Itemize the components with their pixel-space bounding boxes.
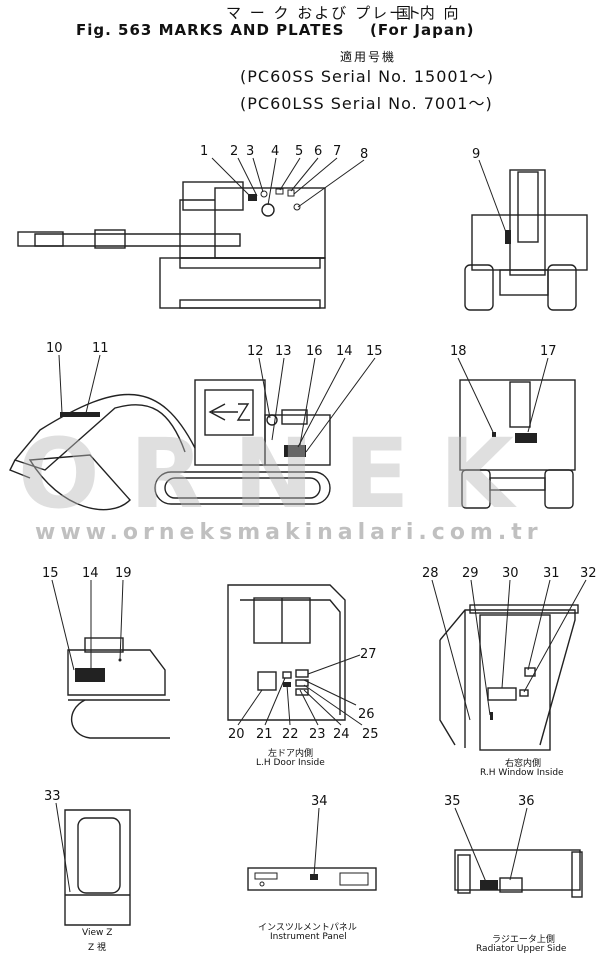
callout-numbers: 1 2 3 4 5 6 7 8 9 10 11 12 13 16 14 15 1…: [42, 144, 597, 809]
callout-14: 14: [336, 344, 353, 359]
title-japanese: マ ー ク および プレート: [226, 4, 424, 22]
callout-35: 35: [444, 794, 461, 809]
top-view-excavator: [17, 181, 326, 309]
view-z: [64, 809, 131, 926]
destination-label: (For Japan): [370, 21, 475, 39]
callout-1: 1: [200, 144, 208, 159]
callout-28: 28: [422, 566, 439, 581]
callout-32: 32: [580, 566, 597, 581]
lh-door-caption-jp: 左ドア内側: [268, 749, 314, 759]
callout-15: 15: [366, 344, 383, 359]
callout-16: 16: [306, 344, 323, 359]
callout-30: 30: [502, 566, 519, 581]
view-z-caption: View Z: [82, 928, 113, 938]
radiator-caption-jp: ラジエータ上側: [492, 935, 555, 945]
callout-36: 36: [518, 794, 535, 809]
side-view-excavator: [9, 379, 331, 511]
destination-japanese: 国 内 向: [396, 4, 461, 22]
instrument-panel: [247, 867, 377, 891]
callout-22: 22: [282, 727, 299, 742]
callout-4: 4: [271, 144, 279, 159]
rh-window-inside: [439, 604, 579, 751]
callout-34: 34: [311, 794, 328, 809]
serial-range-2: (PC60LSS Serial No. 7001～): [240, 94, 493, 113]
callout-15b: 15: [42, 566, 59, 581]
instrument-panel-caption-jp: インスツルメントパネル: [258, 923, 357, 933]
lh-door-inside: [227, 584, 346, 721]
callout-3: 3: [246, 144, 254, 159]
callout-17: 17: [540, 344, 557, 359]
callout-leaders: [51, 157, 587, 893]
radiator-upper-side: [454, 849, 583, 898]
serial-range-1: (PC60SS Serial No. 15001～): [240, 67, 494, 86]
instrument-panel-caption: Instrument Panel: [270, 932, 347, 942]
callout-9: 9: [472, 147, 480, 162]
callout-29: 29: [462, 566, 479, 581]
side-detail-view: [67, 637, 170, 739]
callout-24: 24: [333, 727, 350, 742]
callout-25: 25: [362, 727, 379, 742]
callout-20: 20: [228, 727, 245, 742]
callout-10: 10: [46, 341, 63, 356]
callout-13: 13: [275, 344, 292, 359]
callout-23: 23: [309, 727, 326, 742]
callout-11: 11: [92, 341, 109, 356]
callout-26: 26: [358, 707, 375, 722]
figure-title: Fig. 563 MARKS AND PLATES: [76, 21, 345, 39]
callout-21: 21: [256, 727, 273, 742]
callout-33: 33: [44, 789, 61, 804]
callout-19: 19: [115, 566, 132, 581]
radiator-caption: Radiator Upper Side: [476, 944, 567, 954]
callout-2: 2: [230, 144, 238, 159]
rh-window-caption-jp: 右窓内側: [505, 759, 542, 769]
callout-8: 8: [360, 147, 368, 162]
watermark-logo: ORNEK: [18, 418, 544, 530]
applicable-label: 適用号機: [340, 50, 397, 64]
callout-18: 18: [450, 344, 467, 359]
rear-view-excavator: [464, 169, 588, 311]
view-z-caption-jp: Z 視: [88, 943, 107, 953]
rh-window-caption: R.H Window Inside: [480, 768, 564, 778]
callout-7: 7: [333, 144, 341, 159]
callout-6: 6: [314, 144, 322, 159]
callout-5: 5: [295, 144, 303, 159]
callout-27: 27: [360, 647, 377, 662]
callout-14b: 14: [82, 566, 99, 581]
lh-door-caption: L.H Door Inside: [256, 758, 325, 768]
rear-view-2: [459, 379, 576, 509]
watermark-url: www.orneksmakinalari.com.tr: [35, 520, 543, 545]
callout-31: 31: [543, 566, 560, 581]
callout-12: 12: [247, 344, 264, 359]
